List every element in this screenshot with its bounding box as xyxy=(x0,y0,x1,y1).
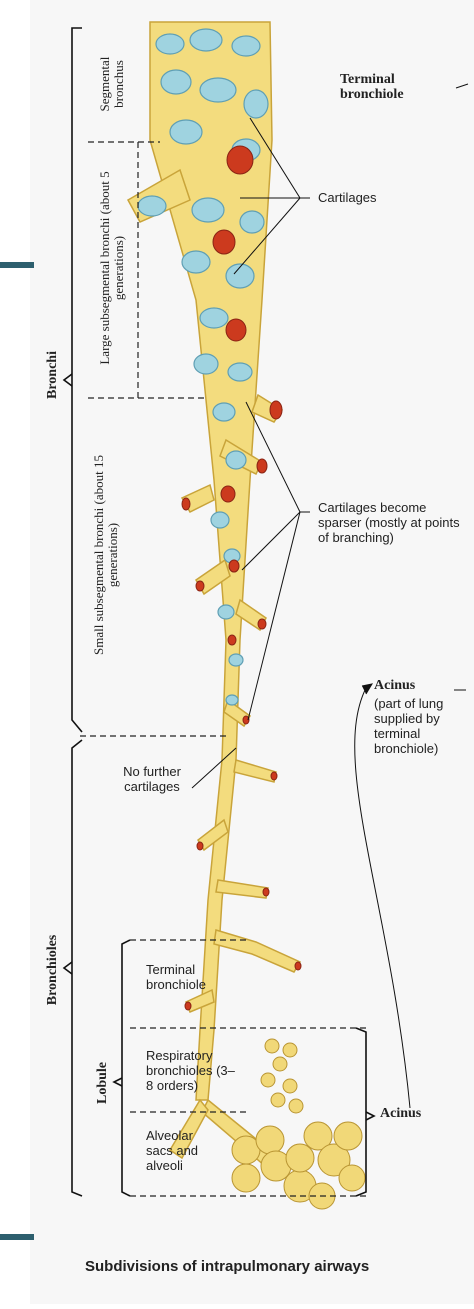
vlabel-large-subsegmental: Large subsegmental bronchi (about 5 gene… xyxy=(98,144,126,392)
vlabel-bronchi: Bronchi xyxy=(46,340,60,410)
lumen-opening xyxy=(228,635,236,645)
cartilage-plate xyxy=(200,78,236,102)
cartilage-plate xyxy=(138,196,166,216)
vlabel-small-subsegmental: Small subsegmental bronchi (about 15 gen… xyxy=(92,410,120,700)
alveolus xyxy=(256,1126,284,1154)
label-terminal-bronchiole-top: Terminal bronchiole xyxy=(340,72,450,102)
cartilage-plate xyxy=(228,363,252,381)
vlabel-lobule: Lobule xyxy=(96,1048,110,1118)
lumen-opening xyxy=(258,619,266,629)
lumen-opening xyxy=(263,888,269,896)
cartilage-plate xyxy=(211,512,229,528)
cartilage-plate xyxy=(232,36,260,56)
label-respiratory-bronchioles: Respiratory bronchioles (3–8 orders) xyxy=(146,1048,238,1093)
cartilage-plate xyxy=(244,90,268,118)
figure-caption: Subdivisions of intrapulmonary airways xyxy=(85,1258,369,1275)
lumen-opening xyxy=(271,772,277,780)
lumen-opening xyxy=(196,581,204,591)
vlabel-large-subsegmental-text: Large subsegmental bronchi (about 5 gene… xyxy=(98,168,126,368)
cartilage-plate xyxy=(161,70,191,94)
cartilage-plate xyxy=(226,451,246,469)
alveolus xyxy=(261,1073,275,1087)
cartilage-plate xyxy=(182,251,210,273)
cartilage-plate xyxy=(200,308,228,328)
lumen-opening xyxy=(295,962,301,970)
label-terminal-bronchiole-lobule: Terminal bronchiole xyxy=(146,962,226,992)
lumen-opening xyxy=(182,498,190,510)
cartilage-plate xyxy=(170,120,202,144)
cartilage-plate xyxy=(213,403,235,421)
alveolus xyxy=(283,1079,297,1093)
alveolus xyxy=(265,1039,279,1053)
slide-accent-bar-top xyxy=(0,262,34,268)
lumen-opening xyxy=(185,1002,191,1010)
alveolus xyxy=(273,1057,287,1071)
alveolus xyxy=(232,1164,260,1192)
vlabel-segmental-bronchus: Segmental bronchus xyxy=(98,28,126,140)
label-no-further-cartilages: No further cartilages xyxy=(104,764,200,794)
lumen-opening xyxy=(226,319,246,341)
cartilage-plate xyxy=(218,605,234,619)
slide-accent-bar-bottom xyxy=(0,1234,34,1240)
label-alveolar-sacs: Alveolar sacs and alveoli xyxy=(146,1128,222,1173)
alveolus xyxy=(271,1093,285,1107)
alveolus xyxy=(283,1043,297,1057)
lumen-opening xyxy=(270,401,282,419)
lumen-opening xyxy=(229,560,239,572)
label-cartilages: Cartilages xyxy=(318,190,377,205)
cartilage-plate xyxy=(229,654,243,666)
cartilage-plate xyxy=(192,198,224,222)
vlabel-segmental-bronchus-text: Segmental bronchus xyxy=(98,34,126,134)
label-acinus-title: Acinus xyxy=(374,678,415,693)
lumen-opening xyxy=(257,459,267,473)
cartilage-plate xyxy=(194,354,218,374)
vlabel-bronchioles: Bronchioles xyxy=(46,910,60,1030)
vlabel-small-subsegmental-text: Small subsegmental bronchi (about 15 gen… xyxy=(92,442,120,668)
alveolus xyxy=(286,1144,314,1172)
alveolus xyxy=(334,1122,362,1150)
cartilage-plate xyxy=(240,211,264,233)
lumen-opening xyxy=(197,842,203,850)
cartilage-plate xyxy=(190,29,222,51)
label-acinus-desc: (part of lung supplied by terminal bronc… xyxy=(374,696,472,756)
lumen-opening xyxy=(221,486,235,502)
lumen-opening xyxy=(213,230,235,254)
alveolus xyxy=(289,1099,303,1113)
label-cartilages-sparser: Cartilages become sparser (mostly at poi… xyxy=(318,500,470,545)
cartilage-plate xyxy=(156,34,184,54)
label-acinus-bottom: Acinus xyxy=(380,1106,421,1121)
alveolus xyxy=(339,1165,365,1191)
cartilage-plate xyxy=(226,695,238,705)
lumen-opening xyxy=(227,146,253,174)
